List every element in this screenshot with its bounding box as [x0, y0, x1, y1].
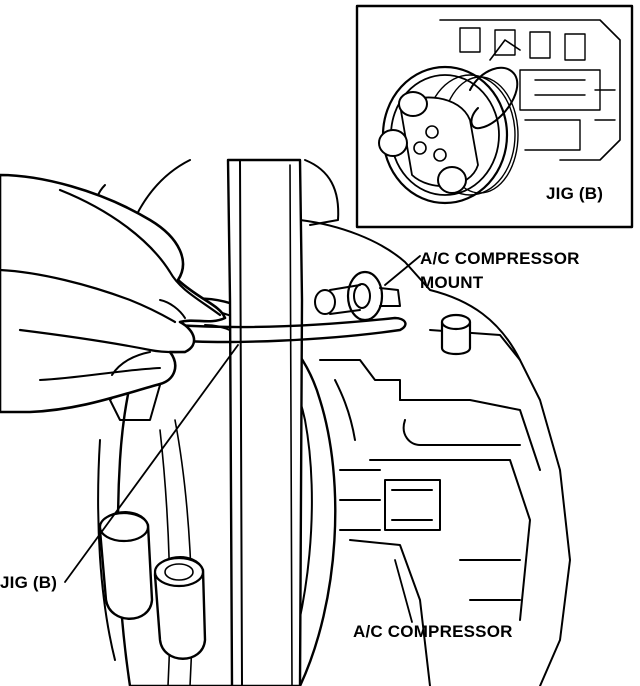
- technician-hand: [0, 173, 227, 414]
- inset-detail: [355, 4, 634, 229]
- label-ac-compressor-mount-line2: MOUNT: [420, 273, 484, 292]
- fitting-stub: [440, 313, 472, 356]
- label-ac-compressor: A/C COMPRESSOR: [353, 622, 513, 641]
- label-jig-b-inset: JIG (B): [546, 184, 604, 203]
- compressor-mount-boss: [314, 270, 401, 322]
- drive-belt: [226, 158, 304, 686]
- pulley-hub: [98, 511, 207, 660]
- compressor-body: [299, 219, 571, 686]
- label-jig-b-main: JIG (B): [0, 573, 58, 592]
- label-ac-compressor-mount-line1: A/C COMPRESSOR: [420, 249, 580, 268]
